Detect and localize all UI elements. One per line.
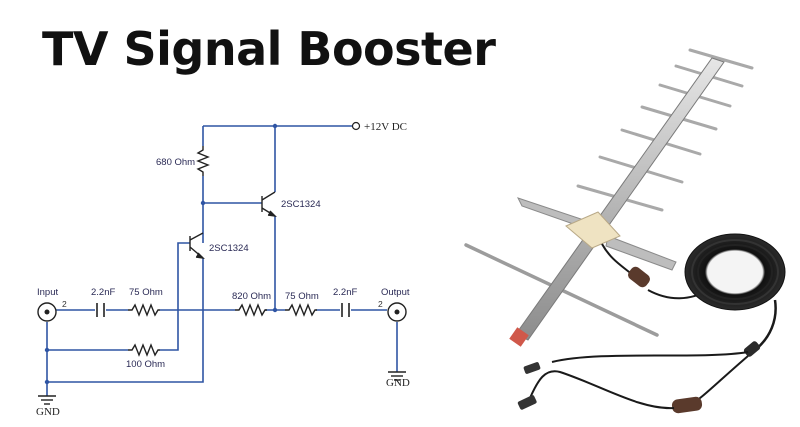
input-connector — [37, 302, 57, 322]
wires — [46, 125, 398, 396]
resistor-820 — [235, 303, 267, 317]
resistor-input-75 — [128, 303, 160, 317]
ground-symbol-right — [388, 371, 406, 381]
transistor-upper — [261, 191, 277, 217]
resistor-100 — [128, 343, 160, 357]
junction-dots — [44, 123, 278, 385]
antenna-boom — [515, 57, 725, 341]
yagi-antenna-image — [464, 48, 786, 414]
supply-label: +12V DC — [364, 121, 407, 133]
transistor-lower-label: 2SC1324 — [209, 243, 249, 254]
capacitor-output-label: 2.2nF — [333, 287, 357, 298]
output-pin: 2 — [378, 299, 383, 309]
supply-terminal — [351, 121, 361, 131]
resistor-820-label: 820 Ohm — [232, 291, 271, 302]
resistor-output-label: 75 Ohm — [285, 291, 319, 302]
capacitor-input — [96, 303, 105, 317]
resistor-680 — [196, 146, 210, 176]
transistor-upper-label: 2SC1324 — [281, 199, 321, 210]
resistor-680-label: 680 Ohm — [156, 157, 195, 168]
resistor-input-label: 75 Ohm — [129, 287, 163, 298]
page-title: TV Signal Booster — [42, 22, 496, 76]
ground-label-right: GND — [386, 377, 410, 389]
plug-connector-1 — [523, 362, 541, 374]
schematic: +12V DC 680 Ohm 2SC1324 2SC1324 Input 2 — [36, 121, 410, 418]
ground-symbol-left — [38, 395, 56, 405]
plug-connector-2 — [517, 395, 537, 410]
input-pin: 2 — [62, 299, 67, 309]
transistor-lower — [189, 232, 205, 259]
capacitor-output — [341, 303, 350, 317]
resistor-100-label: 100 Ohm — [126, 359, 165, 370]
dipole-right — [605, 235, 677, 271]
output-connector — [387, 302, 407, 322]
input-label: Input — [37, 287, 58, 298]
capacitor-input-label: 2.2nF — [91, 287, 115, 298]
booster-module-top — [628, 266, 650, 288]
antenna-balun — [565, 211, 621, 249]
resistor-output-75 — [285, 303, 317, 317]
ground-label-left: GND — [36, 406, 60, 418]
power-inline-module — [671, 396, 703, 414]
output-label: Output — [381, 287, 410, 298]
